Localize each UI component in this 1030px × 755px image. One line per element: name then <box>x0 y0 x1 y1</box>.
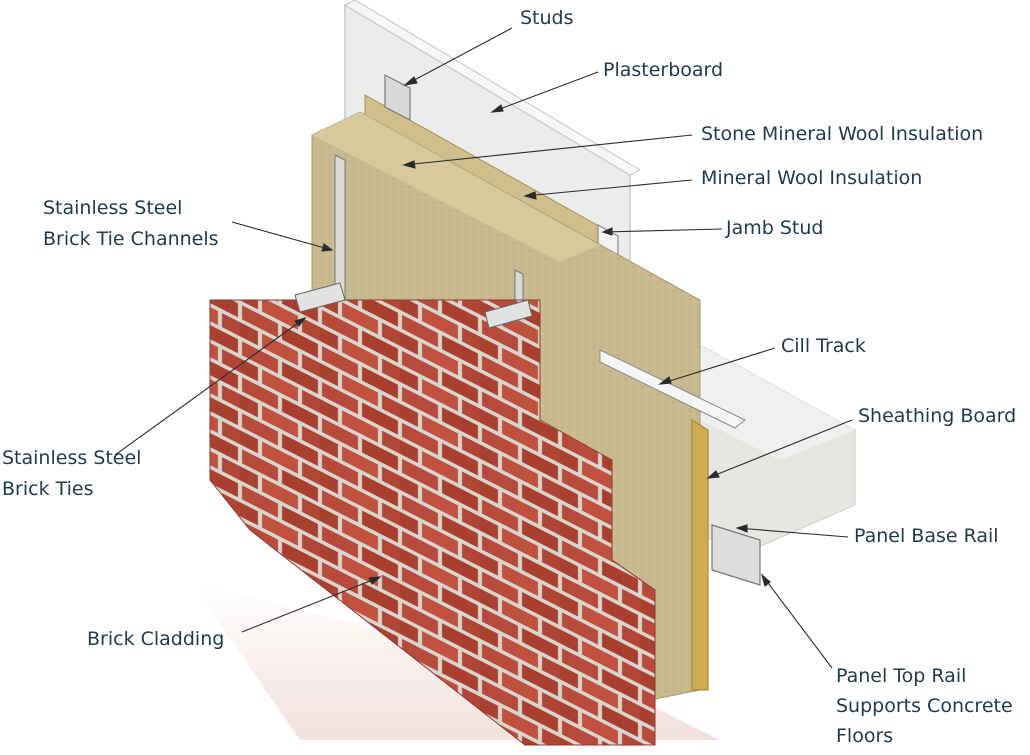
label-tie-channels-line2: Brick Tie Channels <box>43 228 219 250</box>
cill-track <box>599 349 746 429</box>
leader-stone-wool <box>403 134 693 166</box>
brick-tie-right <box>484 299 533 329</box>
label-cill-track: Cill Track <box>781 335 866 357</box>
panel-rails <box>711 524 761 586</box>
brick-tie-left <box>294 282 346 313</box>
leader-jamb-stud <box>602 228 723 233</box>
label-tie-channels-line1: Stainless Steel <box>43 197 182 219</box>
leader-sheathing-board <box>707 419 853 479</box>
stud-top <box>384 74 411 121</box>
label-studs: Studs <box>520 7 574 29</box>
label-panel-top-rail-line2: Supports Concrete <box>836 695 1013 717</box>
leader-cill-track <box>659 347 776 385</box>
label-panel-top-rail-line3: Floors <box>836 725 893 747</box>
sheathing-board <box>691 419 709 691</box>
stone-wool-top-edge <box>312 112 600 262</box>
leader-panel-base-rail <box>736 527 849 538</box>
label-sheathing-board: Sheathing Board <box>858 405 1016 427</box>
label-stone-mineral-wool: Stone Mineral Wool Insulation <box>701 123 983 145</box>
label-plasterboard: Plasterboard <box>603 59 723 81</box>
label-panel-top-rail-line1: Panel Top Rail <box>836 665 966 687</box>
label-mineral-wool: Mineral Wool Insulation <box>701 167 922 189</box>
leader-lines <box>114 27 853 669</box>
leader-plasterboard <box>491 71 599 113</box>
leader-studs <box>404 27 513 86</box>
brick-cladding <box>209 299 656 746</box>
tie-channel-left <box>334 154 346 301</box>
leader-tie-channels <box>231 221 333 251</box>
leader-panel-top-rail <box>761 574 833 669</box>
leader-brick-ties <box>114 317 306 456</box>
leader-mineral-wool <box>524 179 693 197</box>
label-brick-ties-line1: Stainless Steel <box>2 447 141 469</box>
label-panel-base-rail: Panel Base Rail <box>854 525 999 547</box>
label-brick-cladding: Brick Cladding <box>87 628 224 650</box>
label-brick-ties-line2: Brick Ties <box>2 478 94 500</box>
labels: Studs Plasterboard Stone Mineral Wool In… <box>2 7 1016 747</box>
label-jamb-stud: Jamb Stud <box>725 217 823 239</box>
illustration <box>190 0 856 746</box>
plasterboard-edge <box>343 0 642 176</box>
leader-brick-cladding <box>241 576 381 633</box>
